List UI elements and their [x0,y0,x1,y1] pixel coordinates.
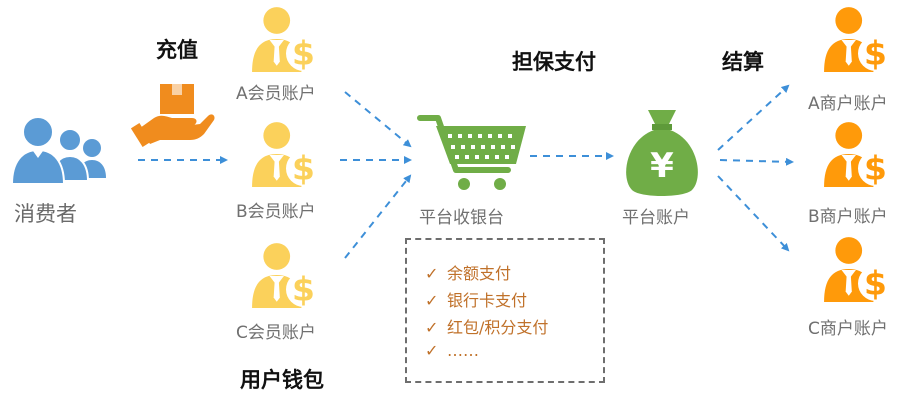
merchant-a-label: A商户账户 [808,94,888,114]
merchant-a-user-dollar-icon [824,7,893,73]
shopping-cart-icon [417,115,526,190]
member-b-user-dollar-icon [252,122,321,188]
wallet-label: 用户钱包 [240,368,324,392]
check-icon: ✓ [425,318,439,337]
platform-account-label: 平台账户 [622,208,690,228]
member-c-user-dollar-icon [252,243,321,309]
payment-method-label: …… [447,341,479,360]
hand-holding-box-icon [130,84,215,147]
money-bag-yen-icon [626,110,698,196]
check-icon: ✓ [425,341,439,360]
cashier-label: 平台收银台 [419,208,504,228]
member-a-user-dollar-icon [252,7,321,73]
payment-methods-box: ✓ 余额支付 ✓ 银行卡支付 ✓ 红包/积分支付 ✓ …… [405,238,605,383]
member-a-label: A会员账户 [236,84,316,104]
check-icon: ✓ [425,291,439,310]
consumer-label: 消费者 [14,202,77,226]
payment-method-label: 余额支付 [447,264,512,283]
check-icon: ✓ [425,264,439,283]
payment-method-item: ✓ …… [425,341,479,360]
arrow-platform-to-merchant-c [717,175,790,252]
payment-method-label: 红包/积分支付 [447,318,549,337]
merchant-b-label: B商户账户 [808,207,888,227]
settle-label: 结算 [722,50,764,74]
payment-method-item: ✓ 红包/积分支付 [425,314,548,338]
arrow-platform-to-merchant-a [717,84,790,151]
arrow-platform-to-merchant-b [719,157,794,166]
arrow-member-c-to-cashier [344,174,412,259]
merchant-b-user-dollar-icon [824,122,893,188]
yen-glyph: ¥ [650,146,674,186]
flow-arrows [138,84,794,259]
merchant-c-user-dollar-icon [824,237,893,303]
payment-method-item: ✓ 银行卡支付 [425,287,527,311]
merchant-c-label: C商户账户 [808,319,888,339]
member-b-label: B会员账户 [236,202,316,222]
payment-method-item: ✓ 余额支付 [425,260,511,284]
payment-method-label: 银行卡支付 [447,291,528,310]
member-c-label: C会员账户 [236,323,316,343]
arrow-member-a-to-cashier [344,91,412,148]
recharge-label: 充值 [156,38,198,62]
guarantee-label: 担保支付 [512,50,596,74]
people-group-icon [10,116,106,185]
